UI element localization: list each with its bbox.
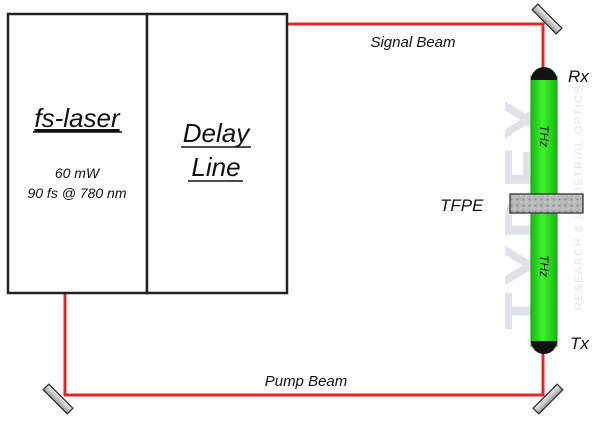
laser-power: 60 mW [55,165,101,181]
rx-label: Rx [568,67,589,86]
tx-antenna-icon [531,341,557,354]
pump-beam-label: Pump Beam [265,373,348,390]
delay-line-title-line1: Delay [183,118,251,148]
signal-beam-label: Signal Beam [370,34,455,51]
thz-label-lower: THz [537,255,551,277]
fs-laser-title: fs-laser [34,103,121,133]
delay-line-title-line2: Line [191,152,240,182]
rx-antenna-icon [531,67,557,80]
tx-label: Tx [570,334,589,353]
mirror-bottom-right [532,383,564,415]
beam-paths [63,22,545,397]
laser-delay-box [6,12,289,295]
tfpe-label: TFPE [440,196,484,215]
mirror-bottom-left [42,383,74,415]
fs-laser-box [6,12,149,295]
signal-beam-path [287,22,545,72]
mirror-top-right [531,3,563,35]
laser-pulse: 90 fs @ 780 nm [27,185,126,201]
tfpe-sample [509,193,584,214]
thz-label-upper: THz [537,125,551,147]
pump-beam-path [63,293,545,397]
delay-line-box [145,12,289,295]
